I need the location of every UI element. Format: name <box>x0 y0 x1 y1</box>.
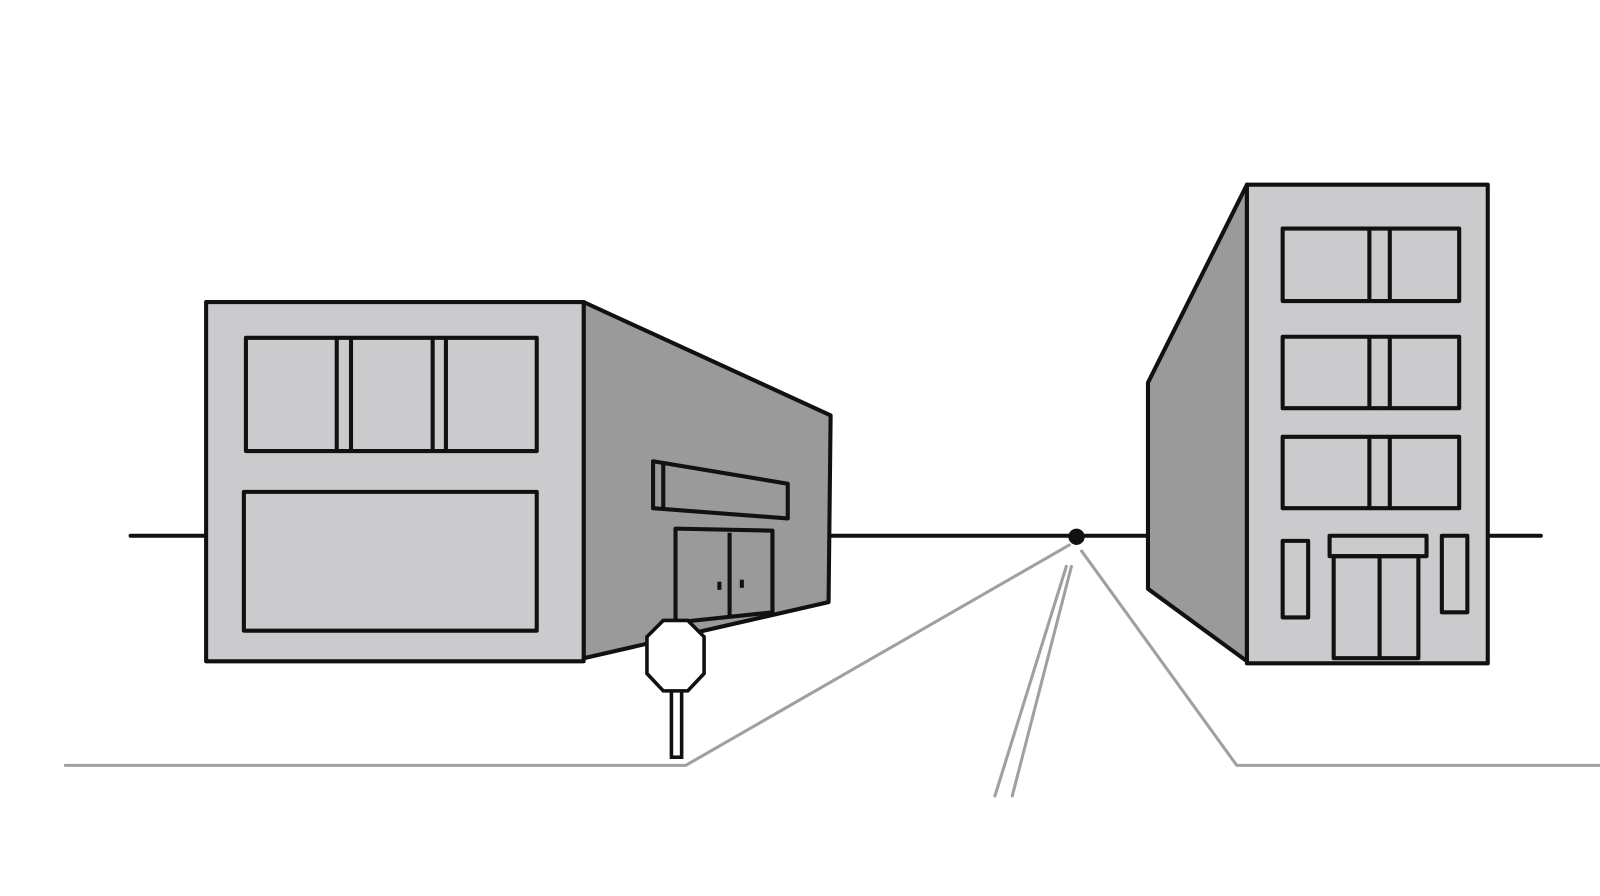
left-building-front <box>204 300 586 664</box>
entrance-door <box>1331 554 1421 661</box>
road-line-right <box>1010 564 1073 798</box>
right-building <box>1145 182 1490 666</box>
vanishing-point-icon <box>1068 528 1085 545</box>
right-sidewalk-guide <box>1080 549 1600 767</box>
left-building <box>204 300 833 664</box>
ground-window-left <box>1280 538 1311 620</box>
right-building-side <box>1145 182 1249 664</box>
ground-window-right <box>1439 533 1470 615</box>
storefront-window <box>241 489 539 633</box>
road-line-left <box>993 564 1068 798</box>
shop-door <box>673 526 775 625</box>
upper-window <box>243 335 539 454</box>
shop-sign <box>651 459 790 521</box>
left-sidewalk-guide <box>63 543 1071 767</box>
stop-sign-icon <box>645 618 706 759</box>
